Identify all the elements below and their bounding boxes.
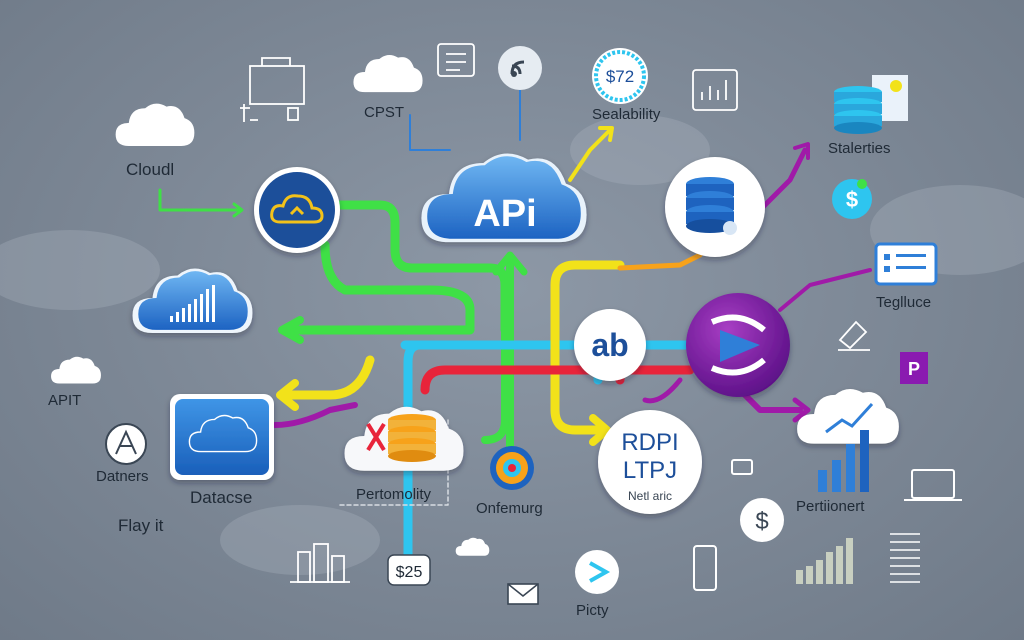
- datacse-node[interactable]: [170, 394, 274, 480]
- purple-connector-left: [272, 402, 358, 428]
- svg-text:P: P: [908, 359, 920, 379]
- purple-arrow-top: [793, 142, 810, 160]
- database-icon: [366, 414, 436, 462]
- growth-cloud-node[interactable]: [797, 389, 899, 444]
- cyan-connector-down: [403, 340, 425, 565]
- rss-icon: [498, 46, 542, 90]
- edit-icon: [838, 320, 870, 351]
- list-lines-icon: [890, 533, 920, 583]
- price-tag-25: $25: [396, 564, 423, 581]
- analytics-icon: [692, 69, 738, 111]
- red-connector: [420, 365, 695, 395]
- cloud-sync-icon: [270, 194, 324, 224]
- label-datners: Datners: [96, 468, 149, 485]
- background-clouds: [0, 115, 1024, 575]
- yellow-connector-top: [568, 128, 612, 182]
- label-sealability: Sealability: [592, 106, 661, 123]
- purple-connector-bottom: [642, 377, 683, 404]
- green-connector-chart: [285, 240, 475, 335]
- label-datacse: Datacse: [190, 488, 253, 507]
- label-picty: Picty: [576, 602, 609, 619]
- phone-icon: [693, 545, 717, 591]
- purple-connector-right: [778, 268, 872, 312]
- rdpi-line3: Netl aric: [628, 489, 672, 503]
- green-connector-cloudsync: [335, 200, 510, 335]
- ab-node[interactable]: [574, 309, 646, 381]
- picty-icon: [575, 550, 619, 594]
- green-connector-down: [481, 326, 509, 444]
- purple-connector-top: [757, 147, 808, 213]
- green-arrow-up: [492, 251, 528, 276]
- folder-icon: [240, 57, 305, 122]
- database-stack-icon: [686, 177, 737, 235]
- svg-text:$: $: [846, 187, 858, 212]
- yellow-arrow-left: [276, 379, 299, 411]
- play-icon: [710, 314, 766, 376]
- ab-label: ab: [591, 327, 628, 363]
- label-play-it: Flay it: [118, 516, 164, 535]
- document-icon: [437, 43, 475, 77]
- yellow-connector: [550, 260, 625, 435]
- onfemurg-icon: [490, 446, 534, 490]
- cart-icon: [290, 543, 350, 583]
- label-cloudl: Cloudl: [126, 160, 175, 179]
- growth-chart-icon: [818, 402, 874, 492]
- dollar-circle-icon: $: [740, 498, 784, 542]
- bottom-bar-chart-icon: [796, 538, 853, 584]
- api-hub-label: APi: [473, 193, 536, 235]
- label-onfemurg: Onfemurg: [476, 500, 543, 517]
- green-arrow-left: [278, 316, 304, 344]
- orange-connector: [617, 252, 703, 271]
- bar-chart-icon: [170, 285, 215, 322]
- message-icon: [507, 583, 539, 605]
- green-line-small: [158, 188, 242, 212]
- thin-blue-line-cpst: [409, 114, 451, 151]
- rdpi-line1: RDPI: [621, 429, 678, 456]
- label-pertionent: Pertiionert: [796, 498, 865, 515]
- yellow-connector-left: [280, 355, 375, 400]
- green-arrow-small: [232, 202, 244, 218]
- purple-arrow-low: [792, 397, 811, 423]
- laptop-icon: [904, 469, 962, 501]
- label-apit: APIT: [48, 392, 82, 409]
- datners-icon: [105, 423, 147, 465]
- label-stalerties: Stalerties: [828, 140, 891, 157]
- rdpi-line2: LTPJ: [623, 457, 677, 484]
- rdpi-node[interactable]: [598, 410, 702, 514]
- clock-icon: [592, 48, 648, 104]
- yellow-arrow-right: [589, 414, 611, 446]
- label-tegluce: Teglluce: [876, 294, 932, 311]
- playstation-icon: P: [900, 352, 928, 384]
- svg-text:$: $: [755, 508, 768, 535]
- dollar-icon: $: [832, 179, 872, 219]
- label-cpst: CPST: [364, 104, 405, 121]
- stalerties-db-icon: [834, 75, 908, 134]
- monitor-icon: [874, 242, 938, 286]
- price-tag-25-icon: [387, 554, 431, 586]
- label-pertomolity: Pertomolity: [356, 486, 432, 503]
- price-tag-72: $72: [606, 67, 634, 86]
- yellow-arrow-top: [598, 126, 614, 142]
- battery-icon: [731, 459, 753, 475]
